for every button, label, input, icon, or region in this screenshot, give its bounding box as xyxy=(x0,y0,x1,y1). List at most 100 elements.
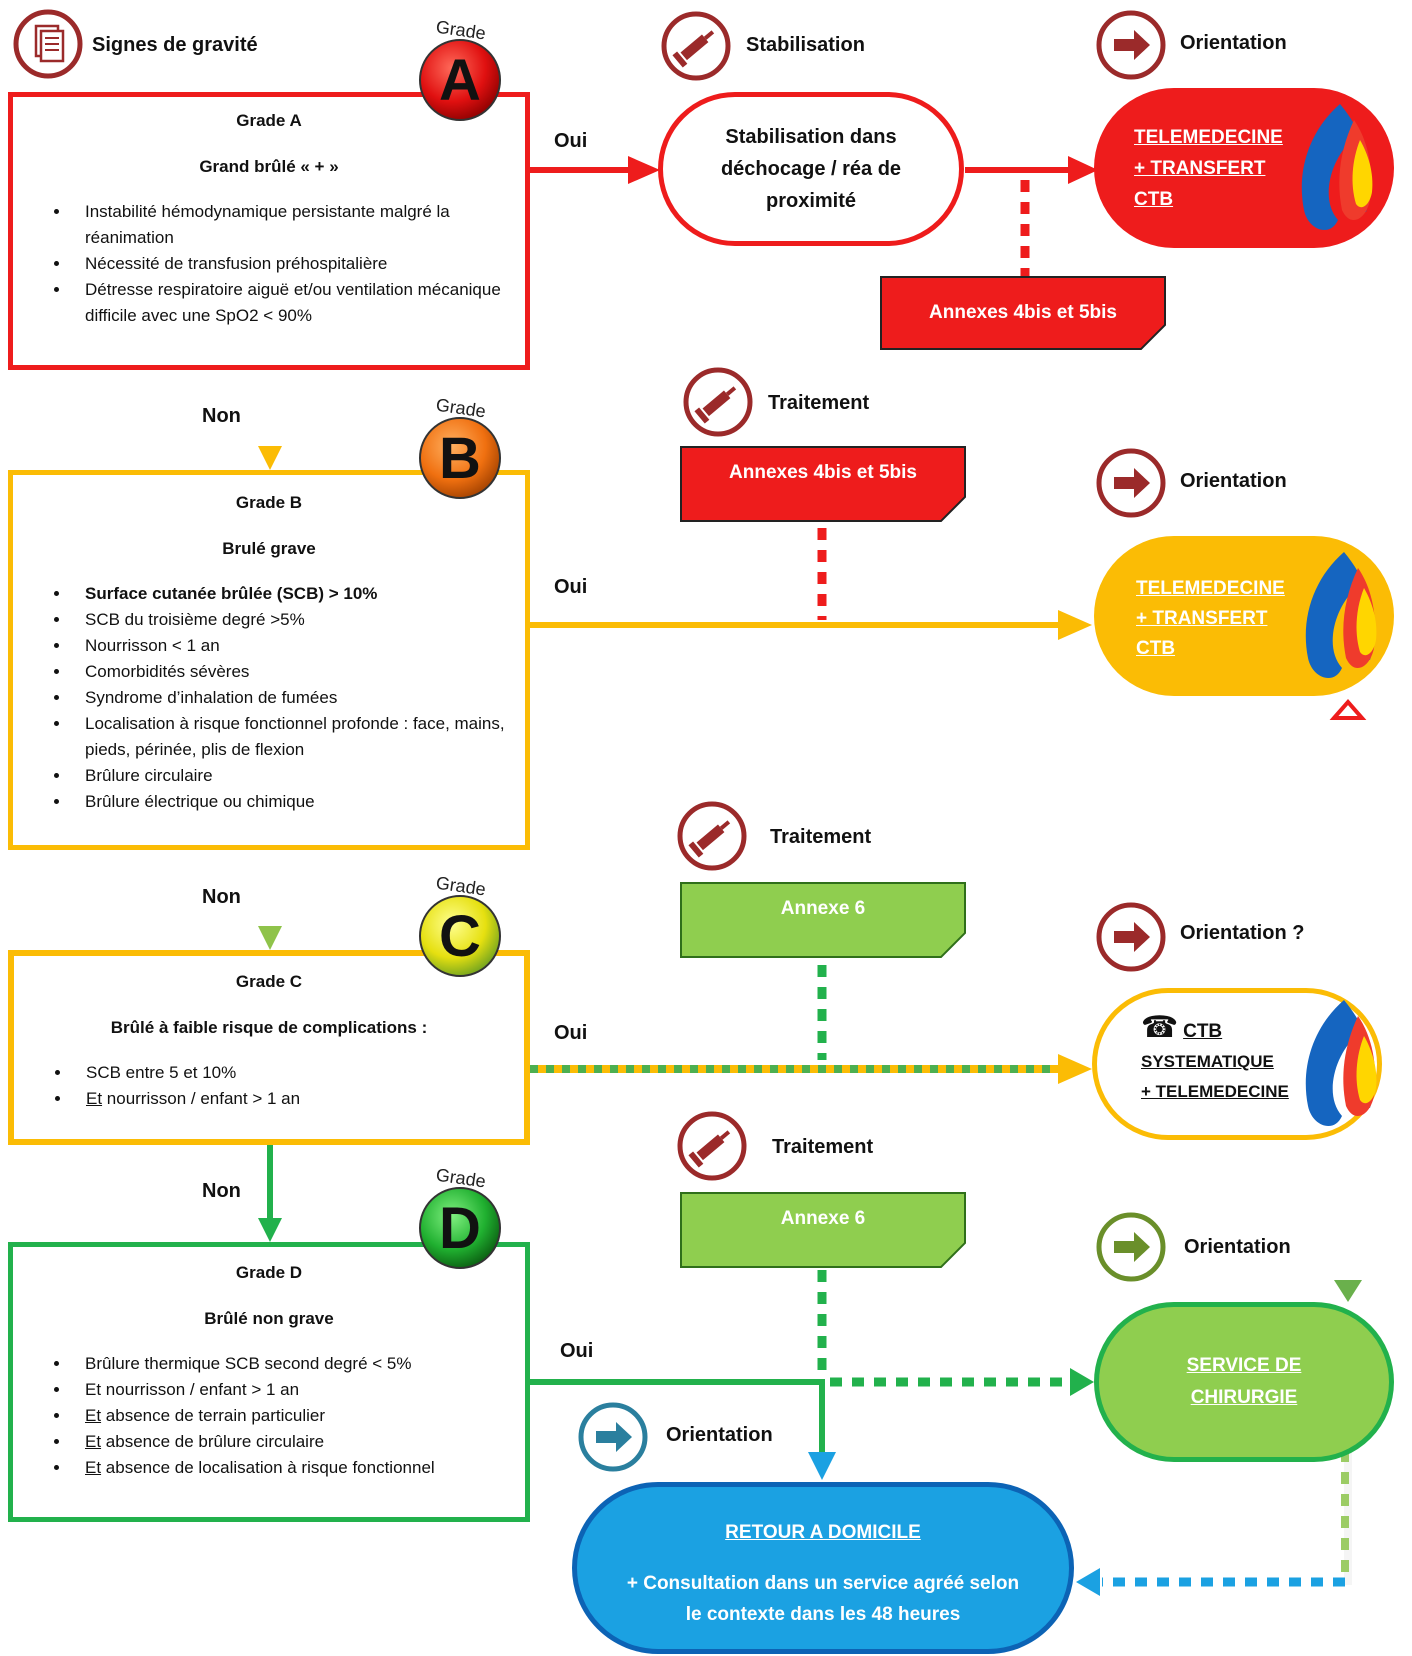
annex-label: Annexes 4bis et 5bis xyxy=(929,302,1117,323)
list-item: Et nourrisson / enfant > 1 an xyxy=(71,1377,525,1403)
arrow-right-icon xyxy=(1094,8,1168,87)
grade-a-subtitle: Grand brûlé « + » xyxy=(199,157,339,176)
stabilisation-text: Stabilisation dans déchocage / réa de pr… xyxy=(720,126,902,212)
arrow-right-icon xyxy=(1094,1210,1168,1289)
annex-note-c: Annexe 6 xyxy=(680,882,966,958)
grade-d-badge: D Grade xyxy=(402,1158,522,1275)
outcome-line: CTB xyxy=(1183,1021,1223,1042)
grade-d-list: Brûlure thermique SCB second degré < 5% … xyxy=(13,1351,525,1481)
edge-oui-d: Oui xyxy=(560,1340,594,1362)
edge-oui-c: Oui xyxy=(554,1022,588,1044)
retour-subtitle: + Consultation dans un service agréé sel… xyxy=(626,1573,1020,1625)
edge-non-a: Non xyxy=(202,405,241,427)
list-item: Surface cutanée brûlée (SCB) > 10% xyxy=(71,581,525,607)
chirurgie-box: SERVICE DE CHIRURGIE xyxy=(1094,1302,1394,1462)
et-prefix: Et xyxy=(85,1458,102,1477)
traitement-header-c: Traitement xyxy=(770,826,872,848)
grade-c-box: Grade C Brûlé à faible risque de complic… xyxy=(8,950,530,1145)
badge-caption: Grade xyxy=(435,395,487,422)
outcome-line: CTB xyxy=(1134,189,1174,210)
grade-a-box: Grade A Grand brûlé « + » Instabilité hé… xyxy=(8,92,530,370)
syringe-icon xyxy=(660,10,732,87)
retour-title: RETOUR A DOMICILE xyxy=(725,1522,921,1543)
grade-c-list: SCB entre 5 et 10% Et nourrisson / enfan… xyxy=(14,1060,524,1112)
flame-logo-icon xyxy=(1294,996,1378,1141)
item-rest: absence de terrain particulier xyxy=(101,1406,326,1425)
edge-oui-b: Oui xyxy=(554,576,588,598)
list-item: Brûlure thermique SCB second degré < 5% xyxy=(71,1351,525,1377)
outcome-line: + TELEMEDECINE xyxy=(1141,1082,1289,1101)
grade-c-badge: C Grade xyxy=(402,866,522,983)
annex-label: Annexe 6 xyxy=(780,898,866,919)
outcome-line: CHIRURGIE xyxy=(1190,1387,1298,1408)
badge-caption: Grade xyxy=(435,873,487,900)
badge-letter: D xyxy=(439,1196,481,1261)
orientation-header-a: Orientation xyxy=(1180,32,1287,54)
retour-domicile-box: RETOUR A DOMICILE + Consultation dans un… xyxy=(572,1482,1074,1654)
badge-letter: B xyxy=(439,426,481,491)
grade-c-subtitle: Brûlé à faible risque de complications : xyxy=(110,1018,428,1037)
list-item: Syndrome d’inhalation de fumées xyxy=(71,685,525,711)
list-item: Comorbidités sévères xyxy=(71,659,525,685)
arrow-right-icon xyxy=(1094,446,1168,525)
et-prefix: Et xyxy=(86,1089,103,1108)
edge-oui-a: Oui xyxy=(554,130,588,152)
badge-letter: A xyxy=(439,48,481,113)
grade-b-box: Grade B Brulé grave Surface cutanée brûl… xyxy=(8,470,530,850)
edge-non-c: Non xyxy=(202,1180,241,1202)
grade-a-list: Instabilité hémodynamique persistante ma… xyxy=(13,199,525,329)
annex-note-d: Annexe 6 xyxy=(680,1192,966,1268)
outcome-line: TELEMEDECINE xyxy=(1136,578,1285,599)
grade-b-badge: B Grade xyxy=(402,388,522,505)
grade-a-title: Grade A xyxy=(236,111,302,130)
list-item: Localisation à risque fonctionnel profon… xyxy=(71,711,525,763)
annex-note-b: Annexes 4bis et 5bis xyxy=(680,446,966,522)
grade-a-badge: A Grade xyxy=(402,10,522,127)
item-rest: nourrisson / enfant > 1 an xyxy=(102,1089,301,1108)
stabilisation-header: Stabilisation xyxy=(746,34,865,56)
badge-letter: C xyxy=(439,904,481,969)
outcome-line: + TRANSFERT xyxy=(1136,608,1268,629)
grade-c-title: Grade C xyxy=(235,972,303,991)
grade-b-list: Surface cutanée brûlée (SCB) > 10% SCB d… xyxy=(13,581,525,815)
signes-header: Signes de gravité xyxy=(92,34,258,56)
list-item: Détresse respiratoire aiguë et/ou ventil… xyxy=(71,277,525,329)
grade-d-box: Grade D Brûlé non grave Brûlure thermiqu… xyxy=(8,1242,530,1522)
outcome-line: SYSTEMATIQUE xyxy=(1141,1052,1274,1071)
document-icon xyxy=(12,8,84,85)
flame-logo-icon xyxy=(1294,548,1378,693)
annex-note-a: Annexes 4bis et 5bis xyxy=(880,276,1166,350)
stabilisation-box: Stabilisation dans déchocage / réa de pr… xyxy=(658,92,964,246)
orientation-header-d: Orientation xyxy=(1184,1236,1291,1258)
list-item: Brûlure circulaire xyxy=(71,763,525,789)
list-item: Et absence de localisation à risque fonc… xyxy=(71,1455,525,1481)
list-item: SCB entre 5 et 10% xyxy=(72,1060,524,1086)
syringe-icon xyxy=(682,366,754,443)
annex-label: Annexes 4bis et 5bis xyxy=(729,462,917,483)
badge-caption: Grade xyxy=(435,17,487,44)
flame-logo-icon xyxy=(1290,100,1374,245)
grade-b-title: Grade B xyxy=(235,493,303,512)
orientation-header-retour: Orientation xyxy=(666,1424,773,1446)
item-rest: absence de brûlure circulaire xyxy=(101,1432,325,1451)
arrow-right-icon xyxy=(576,1400,650,1479)
orientation-header-c: Orientation ? xyxy=(1180,922,1305,944)
annex-label: Annexe 6 xyxy=(780,1208,866,1229)
list-item: SCB du troisième degré >5% xyxy=(71,607,525,633)
grade-d-subtitle: Brûlé non grave xyxy=(204,1309,334,1328)
list-item: Nécessité de transfusion préhospitalière xyxy=(71,251,525,277)
outcome-line: + TRANSFERT xyxy=(1134,158,1266,179)
item-rest: absence de localisation à risque fonctio… xyxy=(101,1458,435,1477)
traitement-header-d: Traitement xyxy=(772,1136,874,1158)
list-item: Nourrisson < 1 an xyxy=(71,633,525,659)
outcome-line: TELEMEDECINE xyxy=(1134,127,1283,148)
et-prefix: Et xyxy=(85,1406,102,1425)
list-item: Brûlure électrique ou chimique xyxy=(71,789,525,815)
badge-caption: Grade xyxy=(435,1165,487,1192)
syringe-icon xyxy=(676,800,748,877)
list-item: Et absence de terrain particulier xyxy=(71,1403,525,1429)
traitement-header-b: Traitement xyxy=(768,392,870,414)
list-item: Et nourrisson / enfant > 1 an xyxy=(72,1086,524,1112)
list-item: Et absence de brûlure circulaire xyxy=(71,1429,525,1455)
outcome-line: SERVICE DE xyxy=(1186,1355,1302,1376)
